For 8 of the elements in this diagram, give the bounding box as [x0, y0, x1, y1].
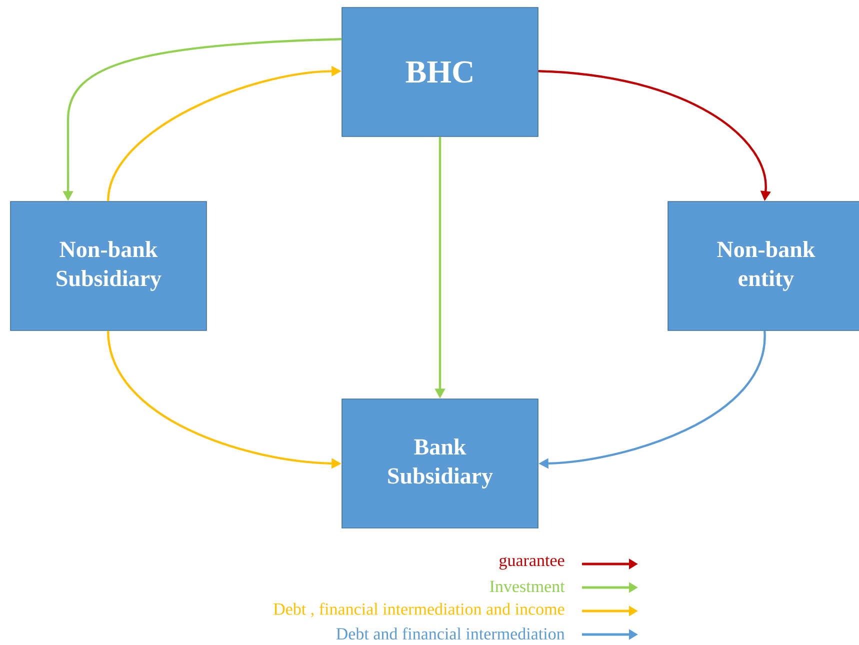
entity-box: Bank Subsidiary [342, 398, 538, 528]
entity-box: Non-bank Subsidiary [10, 201, 207, 331]
legend-label: Debt , financial intermediation and income [274, 602, 564, 618]
entity-box: Non-bank entity [668, 201, 859, 331]
legend-label: Debt and financial intermediation [336, 627, 565, 640]
legend-label: Investment [490, 580, 565, 592]
legend-label: guarantee [499, 556, 564, 570]
entity-box: BHC [342, 7, 538, 137]
